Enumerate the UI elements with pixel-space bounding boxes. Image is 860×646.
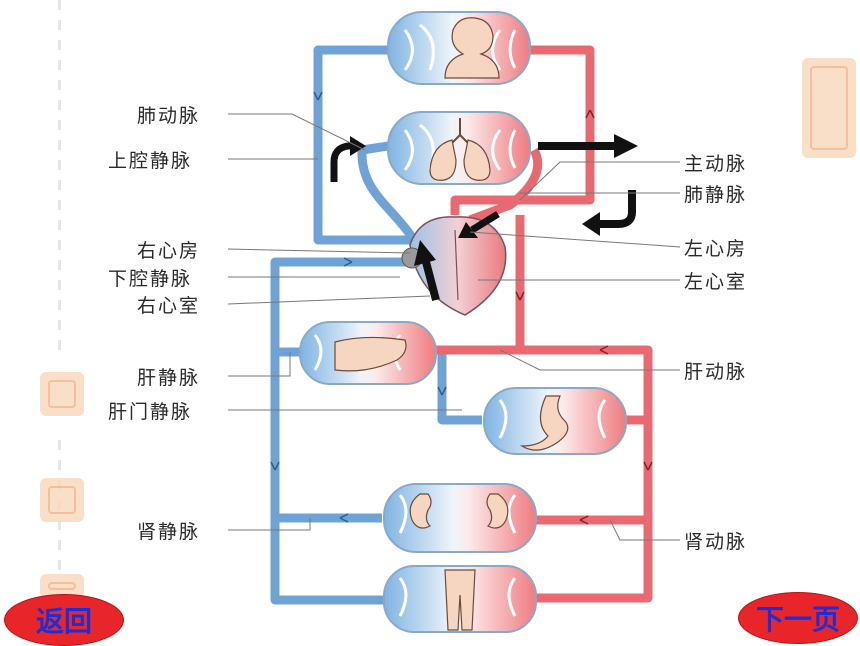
- flow-arrow-icon: [598, 190, 636, 228]
- leader-lines: [227, 113, 681, 541]
- flow-arrow-icon: [422, 260, 440, 302]
- vein-inferior-vena-cava: [270, 257, 418, 605]
- heart: [401, 216, 507, 316]
- next-page-button[interactable]: 下一页: [738, 592, 858, 644]
- organ-stomach: [483, 387, 627, 455]
- label-right-ventricle: 右心室: [137, 295, 201, 317]
- organ-liver: [299, 321, 437, 385]
- decorative-seal-icon: [802, 58, 856, 158]
- label-superior-vena-cava: 上腔静脉: [108, 150, 193, 172]
- organ-legs: [383, 565, 537, 633]
- artery-descending: [515, 215, 653, 525]
- organ-kidneys: [383, 483, 537, 553]
- flow-arrows: [330, 134, 638, 302]
- label-hepatic-vein: 肝静脉: [137, 367, 201, 389]
- label-hepatic-portal-vein: 肝门静脉: [108, 401, 193, 423]
- back-button[interactable]: 返回: [4, 594, 124, 646]
- flow-arrow-head-icon: [582, 212, 600, 236]
- flow-arrow-head-icon: [614, 134, 638, 158]
- flow-arrow-head-icon: [458, 222, 478, 238]
- decorative-seal-icon: [40, 478, 84, 522]
- arteries: [430, 45, 653, 603]
- organ-lungs: [387, 111, 531, 185]
- vessel-aorta: [450, 45, 595, 215]
- vessel-pulmonary-vein: [468, 147, 543, 225]
- vein-hepatic-portal: [437, 352, 482, 425]
- artery-arrows: [515, 109, 653, 525]
- veins: [270, 45, 482, 605]
- artery-lower: [536, 520, 653, 603]
- label-aorta: 主动脉: [684, 153, 748, 175]
- decorative-seal-icon: [40, 372, 84, 416]
- label-left-atrium: 左心房: [684, 238, 748, 260]
- label-right-atrium: 右心房: [137, 240, 201, 262]
- label-renal-artery: 肾动脉: [684, 531, 748, 553]
- label-pulmonary-vein: 肺静脉: [684, 184, 748, 206]
- decorative-dashed-line: [58, 0, 61, 360]
- label-hepatic-artery: 肝动脉: [684, 361, 748, 383]
- label-left-ventricle: 左心室: [684, 271, 748, 293]
- flow-arrow-icon: [470, 211, 500, 233]
- flow-arrow-icon: [330, 142, 354, 182]
- label-pulmonary-artery: 肺动脉: [137, 105, 201, 127]
- label-renal-vein: 肾静脉: [137, 521, 201, 543]
- flow-arrow-head-icon: [414, 240, 436, 266]
- organ-head: [387, 11, 531, 85]
- vein-upper-loop: [313, 45, 415, 245]
- label-inferior-vena-cava: 下腔静脉: [108, 268, 193, 290]
- vein-arrows: [270, 91, 447, 523]
